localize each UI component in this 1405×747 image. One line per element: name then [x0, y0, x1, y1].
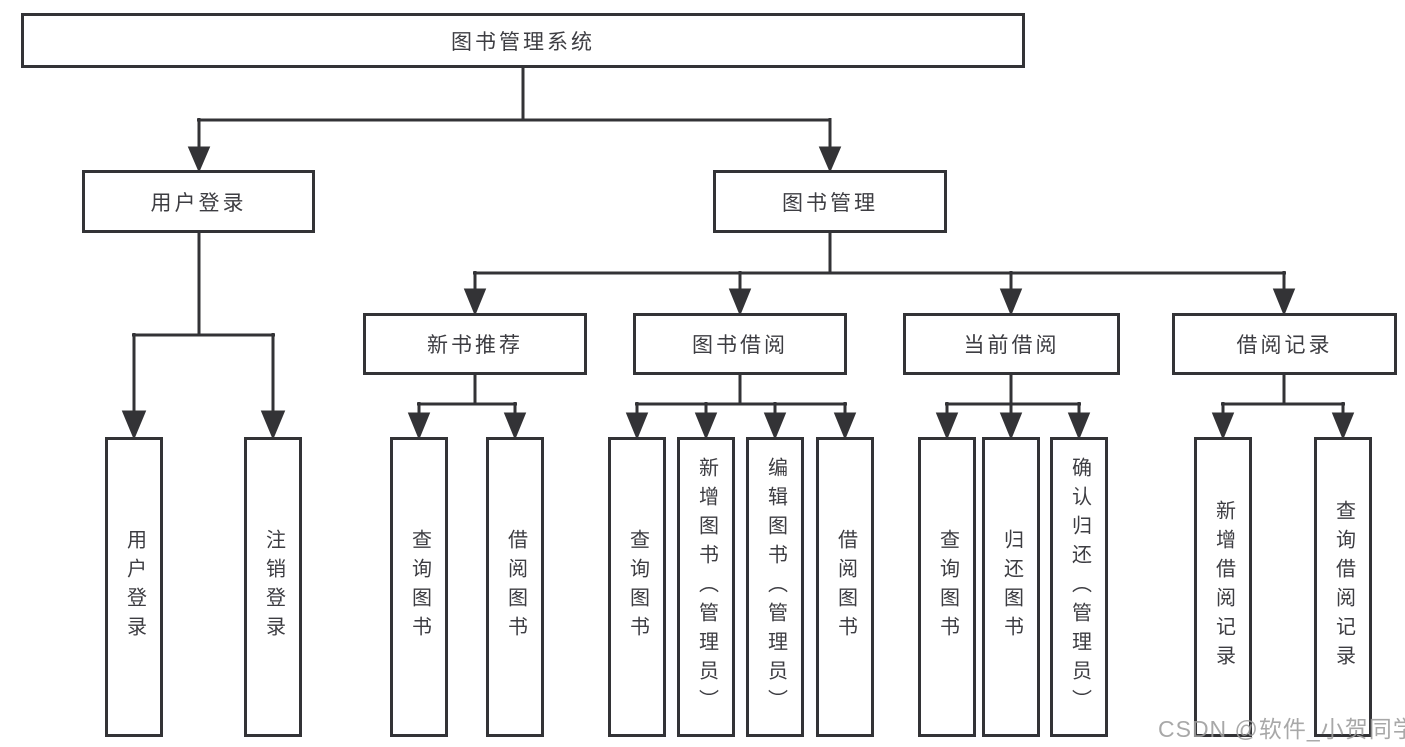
node-new-book-recommend: 新书推荐	[363, 313, 587, 375]
node-leaf-confirm-return-admin: 确认归还（管理员）	[1050, 437, 1108, 737]
node-leaf-borrow-books-1: 借阅图书	[486, 437, 544, 737]
node-root-system-label: 图书管理系统	[451, 30, 595, 54]
node-leaf-borrow-books-2-label: 借阅图书	[834, 529, 857, 645]
node-book-management: 图书管理	[713, 170, 947, 233]
node-leaf-edit-books-admin-label: 编辑图书（管理员）	[764, 456, 787, 718]
connector-book-management-children	[463, 233, 1296, 316]
node-new-book-recommend-label: 新书推荐	[427, 334, 523, 357]
node-leaf-add-borrow-record-label: 新增借阅记录	[1212, 500, 1235, 674]
node-leaf-query-borrow-record-label: 查询借阅记录	[1332, 500, 1355, 674]
node-borrow-records-label: 借阅记录	[1236, 334, 1333, 357]
connector-book-borrow-children	[625, 375, 857, 440]
node-user-login: 用户登录	[82, 170, 315, 233]
node-leaf-add-books-admin: 新增图书（管理员）	[677, 437, 735, 737]
node-book-borrow-label: 图书借阅	[692, 334, 788, 357]
node-leaf-logout: 注销登录	[244, 437, 302, 737]
node-leaf-confirm-return-admin-label: 确认归还（管理员）	[1068, 456, 1091, 718]
watermark-text: CSDN @软件_小贺同学	[1158, 716, 1405, 742]
node-leaf-query-books-1-label: 查询图书	[408, 529, 431, 645]
node-leaf-borrow-books-1-label: 借阅图书	[504, 529, 527, 645]
node-leaf-query-books-2-label: 查询图书	[626, 529, 649, 645]
node-leaf-user-login: 用户登录	[105, 437, 163, 737]
node-root-system: 图书管理系统	[21, 13, 1025, 68]
node-leaf-logout-label: 注销登录	[262, 529, 285, 645]
node-leaf-borrow-books-2: 借阅图书	[816, 437, 874, 737]
node-leaf-query-books-3: 查询图书	[918, 437, 976, 737]
node-leaf-query-books-3-label: 查询图书	[936, 529, 959, 645]
connector-borrow-records-children	[1211, 375, 1355, 440]
node-leaf-edit-books-admin: 编辑图书（管理员）	[746, 437, 804, 737]
node-leaf-user-login-label: 用户登录	[123, 529, 146, 645]
node-borrow-records: 借阅记录	[1172, 313, 1397, 375]
node-leaf-return-books: 归还图书	[982, 437, 1040, 737]
connector-new-book-children	[407, 375, 527, 440]
node-user-login-label: 用户登录	[150, 191, 247, 215]
node-leaf-add-borrow-record: 新增借阅记录	[1194, 437, 1252, 737]
connector-root-to-level2	[187, 68, 842, 173]
node-leaf-add-books-admin-label: 新增图书（管理员）	[695, 456, 718, 718]
node-leaf-return-books-label: 归还图书	[1000, 529, 1023, 645]
node-book-management-label: 图书管理	[782, 191, 878, 215]
node-current-borrow: 当前借阅	[903, 313, 1120, 375]
node-leaf-query-books-1: 查询图书	[390, 437, 448, 737]
node-leaf-query-books-2: 查询图书	[608, 437, 666, 737]
node-book-borrow: 图书借阅	[633, 313, 847, 375]
connector-user-login-children	[121, 233, 286, 440]
node-leaf-query-borrow-record: 查询借阅记录	[1314, 437, 1372, 737]
connector-current-borrow-children	[935, 375, 1091, 440]
node-current-borrow-label: 当前借阅	[963, 334, 1060, 357]
